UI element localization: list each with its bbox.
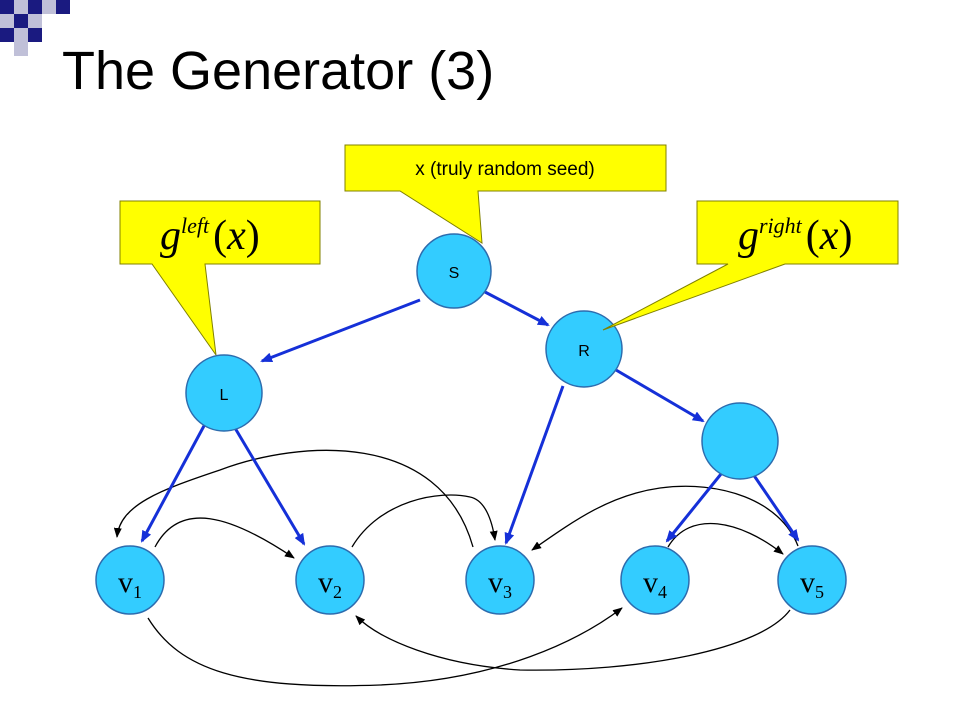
leaf-v2-circle bbox=[295, 545, 365, 615]
edge-s-to-l bbox=[260, 298, 421, 363]
arrow-v1-to-v4 bbox=[147, 607, 623, 687]
leaf-v3: v3 bbox=[465, 545, 535, 615]
node-l-circle bbox=[185, 354, 263, 432]
node-s-label: S bbox=[449, 265, 460, 282]
tree-edges bbox=[140, 290, 800, 546]
seed-callout-text: x (truly random seed) bbox=[415, 159, 595, 180]
deco-square bbox=[28, 14, 42, 28]
arrow-v5-to-v3 bbox=[531, 485, 799, 551]
right-callout-formula: gright(x) bbox=[738, 213, 852, 259]
leaf-v4-label: v4 bbox=[643, 566, 667, 602]
deco-square bbox=[28, 28, 42, 42]
deco-square bbox=[14, 0, 28, 14]
leaf-v5-label: v5 bbox=[800, 566, 824, 602]
leaf-v5: v5 bbox=[777, 545, 847, 615]
left-callout-shape bbox=[119, 200, 321, 356]
leaf-v5-circle bbox=[777, 545, 847, 615]
deco-square bbox=[56, 0, 70, 14]
node-r: R bbox=[545, 310, 623, 388]
left-callout: gleft(x) bbox=[119, 200, 321, 356]
deco-square bbox=[0, 0, 14, 14]
arrow-v2-to-v3 bbox=[351, 494, 498, 548]
leaf-v1: v1 bbox=[95, 545, 165, 615]
deco-square bbox=[14, 14, 28, 28]
edge-l-to-v1 bbox=[140, 423, 207, 543]
slide-title: The Generator (3) bbox=[62, 41, 495, 101]
left-callout-formula: gleft(x) bbox=[160, 213, 260, 259]
node-r-label: R bbox=[578, 343, 590, 360]
arrow-v4-to-v5 bbox=[667, 522, 784, 555]
node-l-label: L bbox=[220, 387, 229, 404]
node-unlabeled bbox=[701, 402, 779, 480]
deco-square bbox=[0, 28, 14, 42]
leaf-v1-circle bbox=[95, 545, 165, 615]
deco-square bbox=[42, 0, 56, 14]
deco-square bbox=[0, 14, 14, 28]
leaf-v2-label: v2 bbox=[318, 566, 342, 602]
edge-r-to-v3 bbox=[504, 385, 565, 545]
deco-square bbox=[14, 28, 28, 42]
leaf-v1-label: v1 bbox=[118, 566, 142, 602]
edge-unlabeled-to-v4 bbox=[665, 473, 723, 543]
arrow-v5-to-v2 bbox=[355, 609, 791, 671]
leaf-v3-circle bbox=[465, 545, 535, 615]
edge-l-to-v2 bbox=[233, 427, 306, 546]
edge-s-to-r bbox=[484, 290, 550, 327]
seed-callout: x (truly random seed) bbox=[344, 144, 667, 244]
edge-unlabeled-to-v5 bbox=[751, 473, 800, 542]
node-unlabeled-circle bbox=[701, 402, 779, 480]
node-s: S bbox=[416, 233, 492, 309]
node-l: L bbox=[185, 354, 263, 432]
deco-square bbox=[14, 42, 28, 56]
deco-square bbox=[28, 0, 42, 14]
seed-callout-shape bbox=[344, 144, 667, 244]
leaf-v3-label: v3 bbox=[488, 566, 512, 602]
arrow-v1-to-v2 bbox=[154, 517, 295, 559]
leaf-v4: v4 bbox=[620, 545, 690, 615]
node-s-circle bbox=[416, 233, 492, 309]
corner-decoration bbox=[0, 0, 70, 56]
permutation-arrows bbox=[113, 449, 799, 687]
right-callout: gright(x) bbox=[602, 200, 899, 331]
leaf-v2: v2 bbox=[295, 545, 365, 615]
edge-r-to-unlabeled bbox=[615, 368, 705, 423]
right-callout-shape bbox=[602, 200, 899, 331]
leaf-v4-circle bbox=[620, 545, 690, 615]
